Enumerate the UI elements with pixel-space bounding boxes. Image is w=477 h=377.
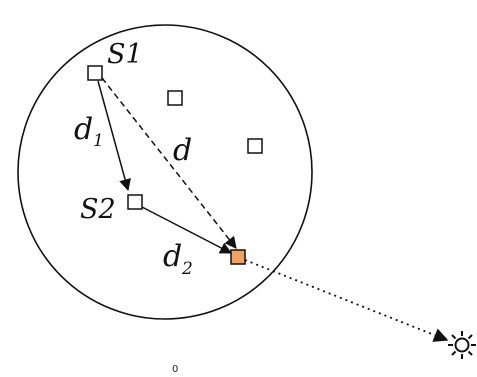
label-d: d	[173, 133, 192, 168]
arrow-d2	[141, 206, 233, 254]
label-s1: S1	[107, 39, 143, 70]
label-d2-sub: 2	[181, 259, 193, 279]
node-s1	[87, 65, 103, 81]
label-d2-main: d	[163, 239, 182, 274]
label-d2: d 2	[163, 239, 193, 279]
label-d1-main: d	[74, 112, 93, 147]
sun-icon	[448, 331, 476, 359]
arrow-d	[101, 77, 237, 249]
label-s2: S2	[80, 194, 116, 225]
node-s2	[127, 194, 143, 210]
label-d1: d 1	[74, 112, 104, 151]
node-target	[230, 249, 246, 265]
arrow-to-sun	[244, 259, 449, 342]
node-plain	[247, 138, 263, 154]
label-d1-sub: 1	[93, 131, 104, 151]
arrow-d1	[97, 80, 131, 192]
node-plain	[167, 90, 183, 106]
coverage-circle	[17, 24, 313, 320]
caption: 0	[172, 364, 178, 375]
